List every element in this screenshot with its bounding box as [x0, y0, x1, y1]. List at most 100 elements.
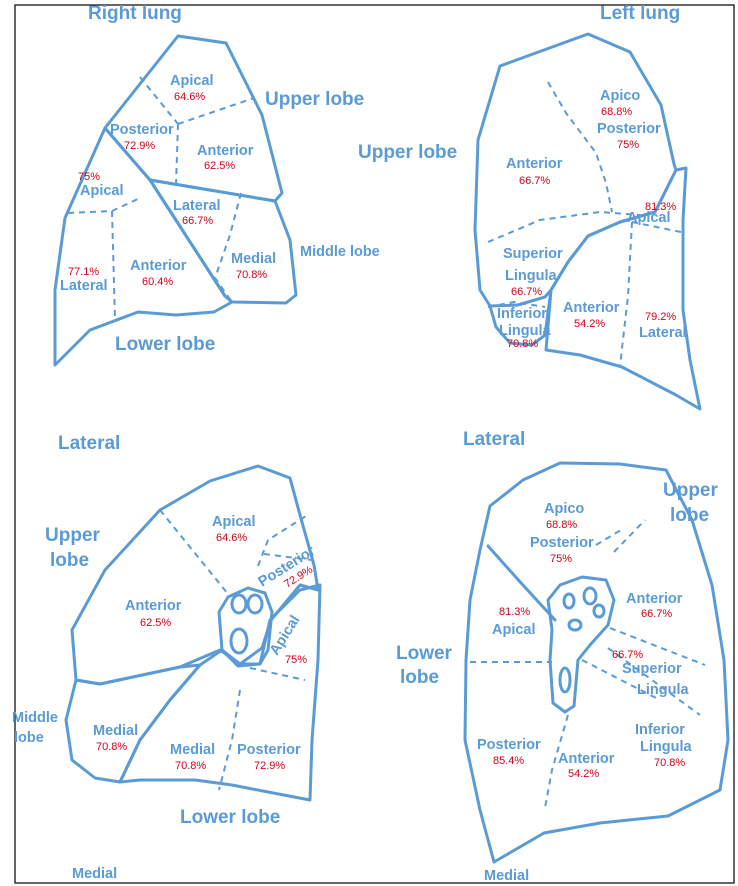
segment-pct: 68.8% [601, 106, 632, 118]
segment-pct: 64.6% [216, 532, 247, 544]
segment-pct: 75% [285, 654, 307, 666]
hilum-vessel [231, 629, 247, 653]
lateral-label-left: Lateral [58, 433, 120, 454]
hilum-vessel [569, 620, 581, 630]
hilum-vessel [232, 595, 246, 613]
segment-label: Lingula [505, 268, 557, 284]
segment-label: Posterior [597, 121, 661, 137]
segment-label: Anterior [130, 258, 187, 274]
segment-label: Apical [627, 210, 671, 226]
upper-label-br: Upper [663, 480, 719, 501]
segment-pct: 66.7% [612, 649, 643, 661]
segment-label: Lingula [499, 323, 551, 339]
hilum-vessel [594, 605, 604, 617]
left-lower-lobe-outline [546, 168, 700, 409]
segment-label: Apical [492, 622, 536, 638]
segment-label: Apical [212, 514, 256, 530]
segment-pct: 79.2% [645, 311, 676, 323]
segment-label: Medial [93, 723, 138, 739]
right-lung-title: Right lung [88, 3, 182, 24]
segment-pct: 64.6% [174, 91, 205, 103]
segment-label: Apical [170, 73, 214, 89]
segment-pct: 70.8% [96, 741, 127, 753]
segment-label: Lateral [60, 278, 108, 294]
segment-pct: 75% [617, 139, 639, 151]
segment-label: Anterior [626, 591, 683, 607]
hilum-vessel [584, 588, 596, 604]
segment-label: Lingula [640, 739, 692, 755]
segment-pct: 70.8% [654, 757, 685, 769]
lower-lobe-label-bl: Lower lobe [180, 807, 280, 828]
segment-pct: 60.4% [142, 276, 173, 288]
segment-pct: 66.7% [519, 175, 550, 187]
segment-label: Lateral [639, 325, 687, 341]
upper-label-bl: Upper [45, 525, 101, 546]
segment-label: Posterior [530, 535, 594, 551]
hilum-vessel [564, 594, 574, 608]
lobe-label-bl: lobe [50, 550, 89, 571]
segment-pct: 72.9% [124, 140, 155, 152]
lower-lobe-label-r: Lower lobe [115, 334, 215, 355]
upper-lobe-label-r: Upper lobe [265, 89, 364, 110]
segment-label: Posterior [110, 122, 174, 138]
segment-label: Medial [231, 251, 276, 267]
divider [68, 198, 140, 213]
segment-label: Anterior [506, 156, 563, 172]
segment-pct: 75% [78, 171, 100, 183]
segment-pct: 85.4% [493, 755, 524, 767]
lobe-label-br: lobe [670, 505, 709, 526]
lobe-lower-label-br: lobe [400, 667, 439, 688]
middle-label-bl: Middle [12, 710, 58, 726]
segment-label: Anterior [558, 751, 615, 767]
divider [176, 124, 178, 185]
left-lung-title: Left lung [600, 3, 680, 24]
segment-label: Inferior [635, 722, 685, 738]
segment-label: Apical [80, 183, 124, 199]
divider [250, 668, 305, 680]
divider [112, 211, 115, 320]
segment-pct: 62.5% [140, 617, 171, 629]
segment-pct: 54.2% [568, 768, 599, 780]
hilum-vessel [248, 595, 262, 613]
segment-pct: 66.7% [182, 215, 213, 227]
segment-label: Posterior [237, 742, 301, 758]
lateral-label-right: Lateral [463, 429, 525, 450]
left-hilum-outline [548, 577, 614, 712]
segment-pct: 75% [550, 553, 572, 565]
medial-label-br: Medial [484, 868, 529, 884]
middle-lobe-label-bl: lobe [14, 730, 44, 746]
segment-pct: 62.5% [204, 160, 235, 172]
segment-label: Superior [503, 246, 563, 262]
segment-pct: 66.7% [511, 286, 542, 298]
hilum-vessel [560, 668, 570, 692]
upper-lobe-label-l: Upper lobe [358, 142, 457, 163]
divider [614, 520, 645, 552]
segment-pct: 72.9% [254, 760, 285, 772]
segment-label: Anterior [125, 598, 182, 614]
segment-label: Apico [600, 88, 640, 104]
divider [488, 212, 640, 242]
segment-label: Lingula [637, 682, 689, 698]
divider [620, 222, 632, 366]
medial-label-bl: Medial [72, 866, 117, 882]
segment-label: Anterior [563, 300, 620, 316]
middle-lobe-label: Middle lobe [300, 244, 380, 260]
segment-pct: 66.7% [641, 608, 672, 620]
segment-pct: 70.8% [175, 760, 206, 772]
segment-label: Apico [544, 501, 584, 517]
segment-label: Inferior [497, 306, 547, 322]
segment-pct: 70.8% [507, 338, 538, 350]
segment-label: Superior [622, 661, 682, 677]
segment-pct: 77.1% [68, 266, 99, 278]
segment-label: Posterior [477, 737, 541, 753]
divider [596, 530, 621, 545]
divider [219, 690, 240, 790]
segment-pct: 81.3% [499, 606, 530, 618]
segment-label: Lateral [173, 198, 221, 214]
lower-label-br: Lower [396, 643, 453, 664]
segment-pct: 70.8% [236, 269, 267, 281]
segment-pct: 68.8% [546, 519, 577, 531]
segment-label: Anterior [197, 143, 254, 159]
